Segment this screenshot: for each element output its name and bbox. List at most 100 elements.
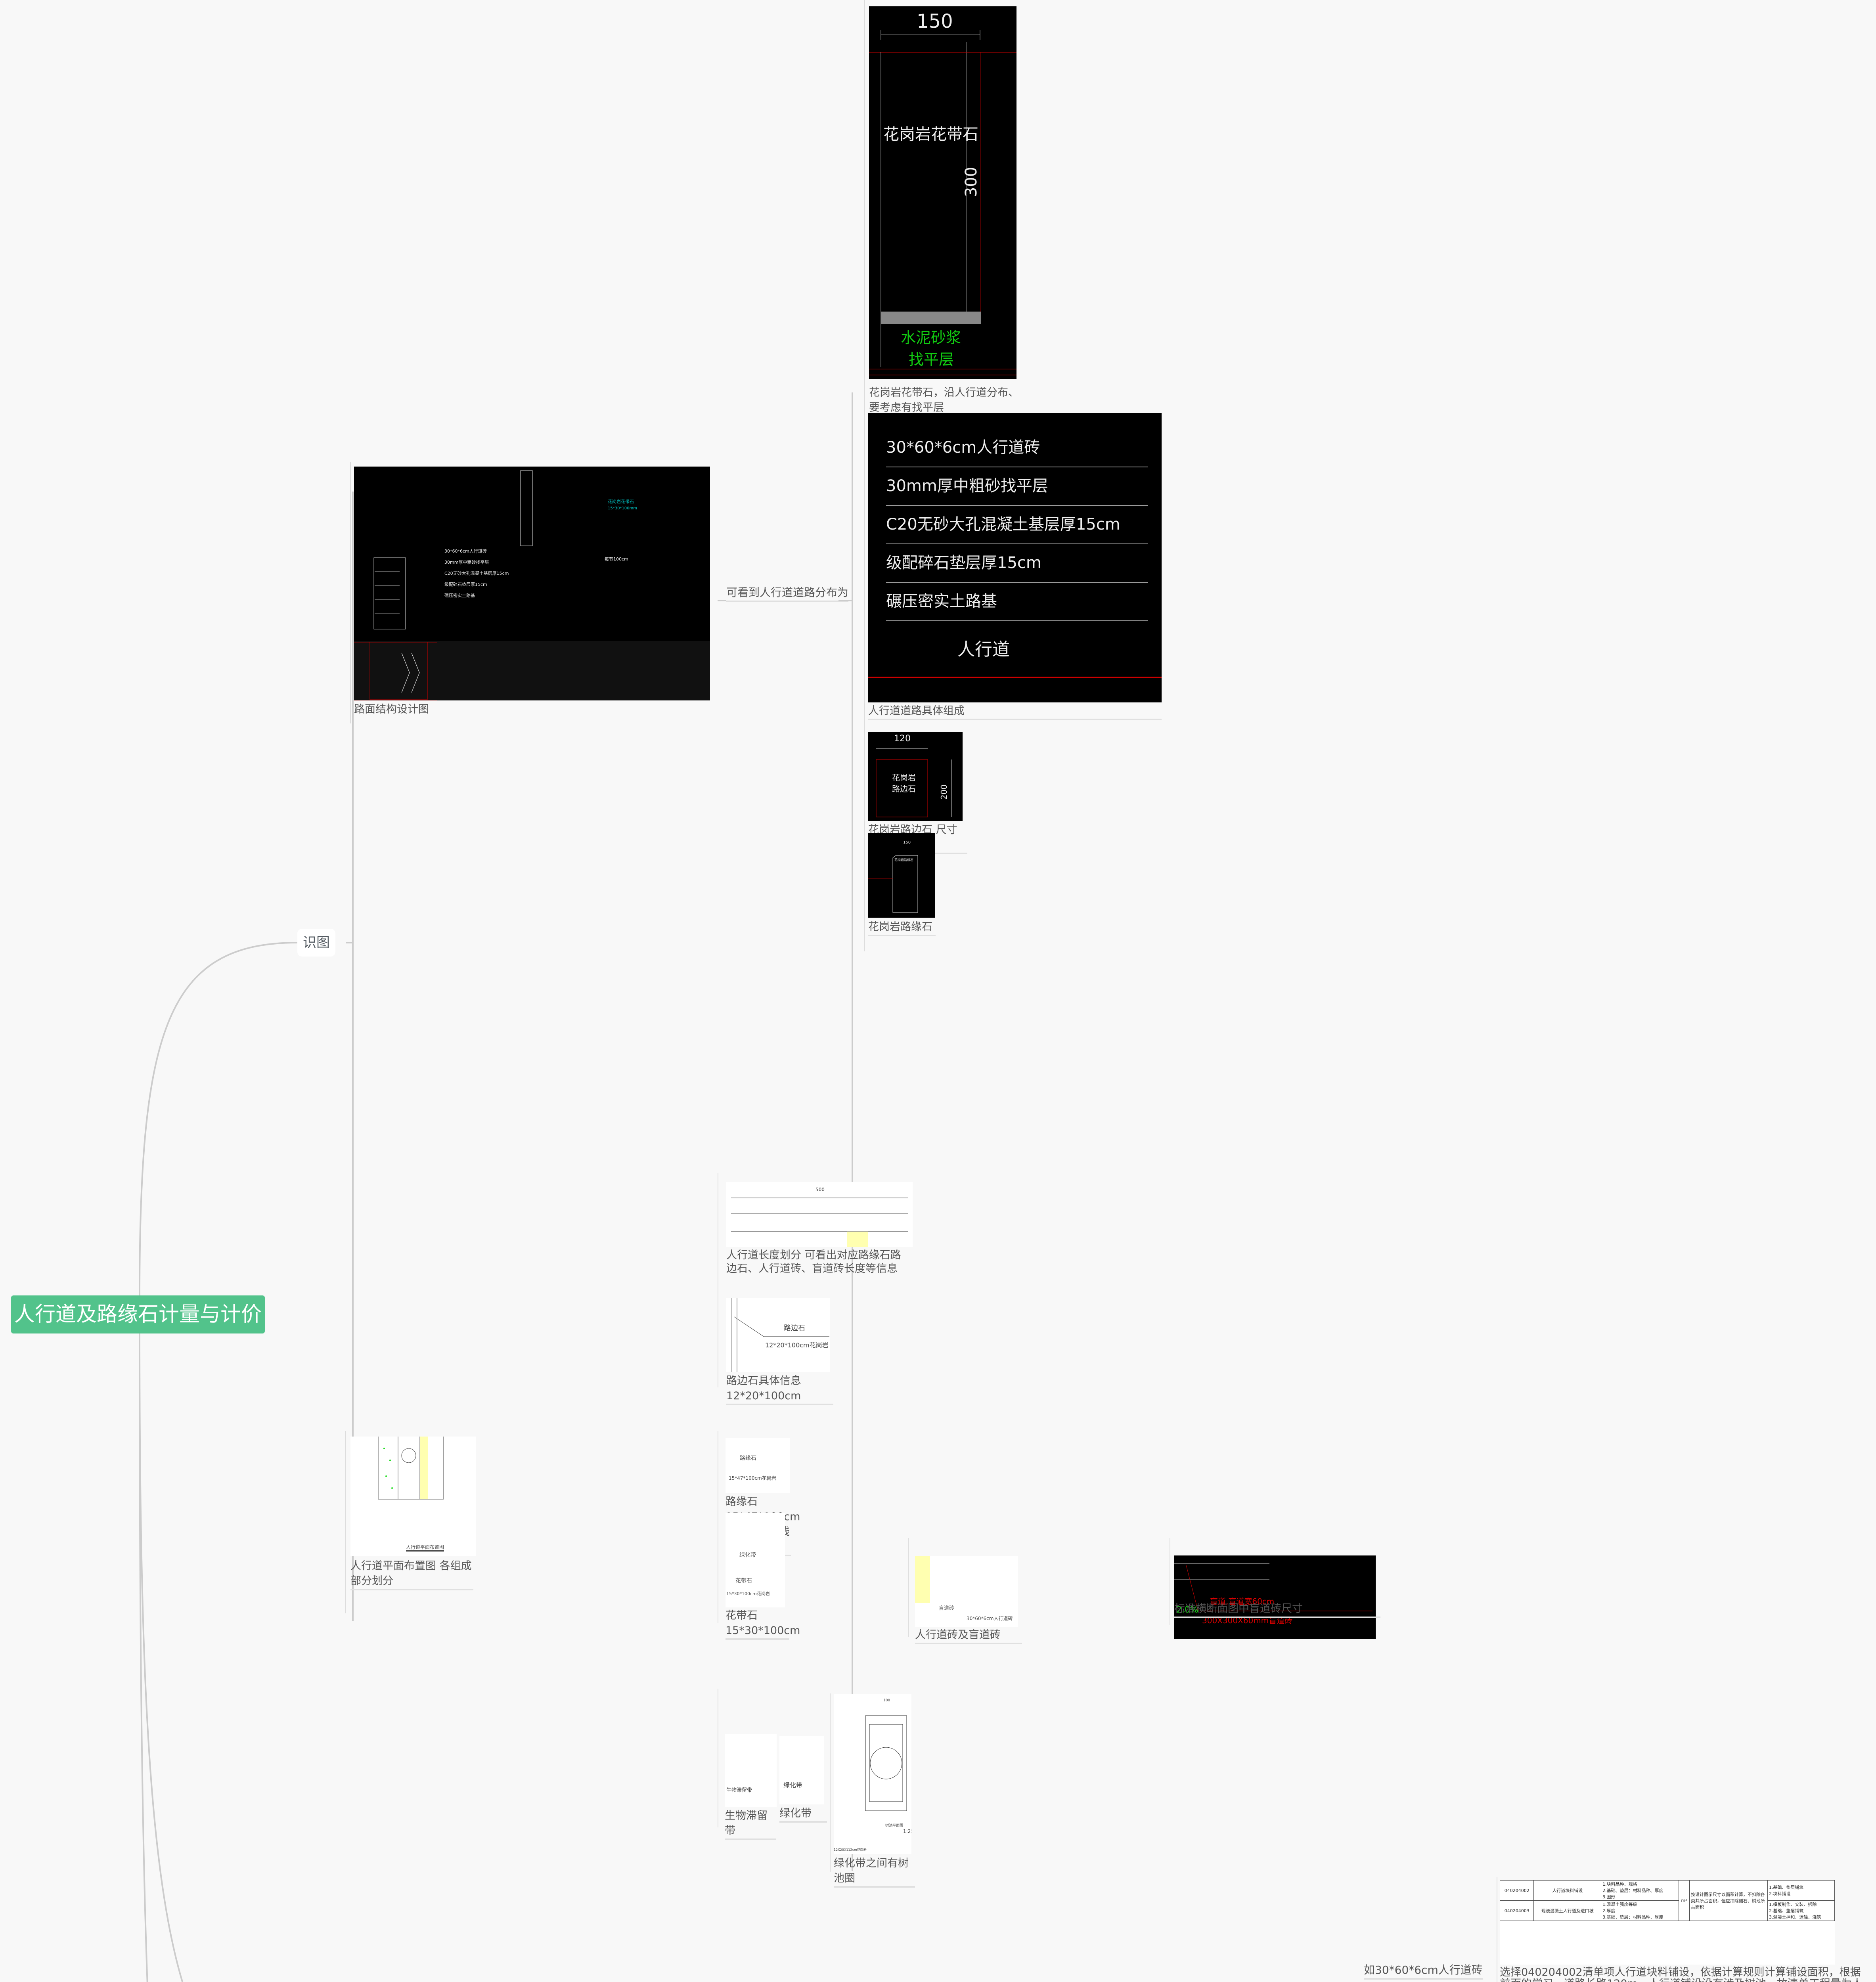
road-structure-cad-image: 30*60*6cm人行道砖 30mm厚中粗砂找平层 C20无砂大孔混凝土基层厚1… [354,467,710,700]
length-division-cad-image: 500 [726,1182,913,1247]
spec-unit: m² [1678,1880,1690,1921]
plan-layout-cad-image: 人行道平面布置图 [350,1437,476,1556]
feature: 3.图形 [1602,1894,1616,1900]
work: 3.混凝土拌和、运输、浇筑 [1769,1915,1821,1920]
length-division-caption: 人行道长度划分 可看出对应路缘石路边石、人行道砖、盲道砖长度等信息 [726,1249,901,1275]
cad-length: 每节100cm [605,557,628,562]
layer-4: 级配碎石垫层厚15cm [886,544,1148,583]
green-band-caption: 绿化带 [779,1806,827,1823]
curb-info-card[interactable]: 路边石 12*20*100cm花岗岩 路边石具体信息12*20*100cm [718,1292,940,1405]
dim-top: 100 [883,1699,890,1703]
cad-layer-3: C20无砂大孔混凝土基层厚15cm [444,571,509,576]
green-band-card[interactable]: 绿化带 绿化带 [777,1689,831,1827]
layer-5: 碾压密实土路基 [886,583,1148,621]
flower-band-caption: 花带石 15*30*100cm [726,1608,800,1640]
length-division-card[interactable]: 500 人行道长度划分 可看出对应路缘石路边石、人行道砖、盲道砖长度等信息 [718,1173,1099,1292]
dim-height: 200 [939,784,949,800]
work: 2.块料铺设 [1769,1891,1791,1896]
dim-height: 300 [962,166,981,197]
curb-edge-label: 花岗岩路缘石 [894,858,913,862]
road-structure-card[interactable]: 30*60*6cm人行道砖 30mm厚中粗砂找平层 C20无砂大孔混凝土基层厚1… [350,462,720,723]
spec-code: 040204003 [1499,1900,1534,1921]
feature: 2.厚度 [1602,1908,1616,1913]
label: 路边石 [784,1324,805,1332]
dim-total: 500 [815,1187,825,1192]
bio-band-cad-image: 生物滞留带 [725,1734,777,1807]
cad-layer-1: 30*60*6cm人行道砖 [444,549,487,554]
curb-edge-info-cad-image: 路缘石 15*47*100cm花岗岩 [726,1438,790,1493]
curb-edge-cad-image: 150 花岗岩路缘石 [868,833,935,918]
bio-band-caption: 生物滞留带 [725,1808,776,1840]
curb-edge-caption: 花岗岩路缘石 [868,920,936,936]
green-band-cad-image: 绿化带 [779,1736,824,1804]
example-tile[interactable]: 如30*60*6cm人行道砖 [1364,1962,1483,1980]
road-structure-caption: 路面结构设计图 [354,703,429,716]
cad-layer-5: 碾压密实土路基 [444,593,475,598]
curb-info-caption: 路边石具体信息12*20*100cm [726,1374,833,1405]
blind-label: 盲道砖 [939,1605,955,1611]
spec: 12*20*100cm花岗岩 [765,1341,829,1349]
dim-width: 120 [894,734,911,744]
work: 1.模板制作、安装、拆除 [1769,1902,1817,1907]
layer-1: 30*60*6cm人行道砖 [886,429,1148,467]
blind-width-label: 盲道,盲道宽60cm [1210,1597,1275,1606]
flower-stone-cad-image: 150 300 花岗岩花带石 水泥砂浆 找平层 [869,6,1016,379]
tree-pit-card[interactable]: 100 树池平面图 1:25 12X20X112cm花岗岩 绿化带之间有树池圈 [830,1693,916,1888]
flower-stone-card[interactable]: 150 300 花岗岩花带石 水泥砂浆 找平层 花岗岩花带石，沿人行道分布、要考… [864,0,1174,417]
cad-callout-size: 15*30*100mm [608,506,637,511]
branch-shitu[interactable]: 识图 [297,929,335,957]
sidewalk-layers-card[interactable]: 30*60*6cm人行道砖 30mm厚中粗砂找平层 C20无砂大孔混凝土基层厚1… [864,408,1174,725]
plan-layout-card[interactable]: 人行道平面布置图 人行道平面布置图 各组成部分划分 [345,1431,718,1613]
label: 绿化带 [783,1781,803,1789]
bio-band-card[interactable]: 生物滞留带 生物滞留带 [718,1689,778,1840]
spec-name: 现浇混凝土人行道及进口坡 [1533,1900,1602,1921]
leveling-label: 找平层 [909,351,954,368]
curb-side-card[interactable]: 120 花岗岩 路边石 200 花岗岩路边石 尺寸为120*200 150 花岗… [864,725,1174,951]
root-topic[interactable]: 人行道及路缘石计量与计价 [11,1295,265,1333]
work: 2.基础、垫层铺筑 [1769,1908,1804,1913]
blind-section-caption: 标准横断面图中盲道砖尺寸 [1174,1601,1380,1618]
flower-band-card[interactable]: 绿化带 花带石 15*30*100cm花岗岩 花带石 15*30*100cm [718,1508,917,1640]
flower-stone-caption: 花岗岩花带石，沿人行道分布、要考虑有找平层 [869,385,1020,417]
tiles-cad-image: 盲道砖 30*60*6cm人行道砖 [915,1556,1018,1627]
spec-rule: 按设计图示尺寸以面积计算，不扣除各类井所占面积，但应扣除侧石、树池所占面积 [1689,1880,1768,1921]
sidewalk-layers-caption: 人行道道路具体组成 [868,704,1162,720]
cad-callout: 花岗岩花带石 [608,499,634,504]
cad-layer-4: 级配碎石垫层厚15cm [444,582,487,587]
layer-3: C20无砂大孔混凝土基层厚15cm [886,506,1148,544]
label: 花带石 [735,1578,752,1584]
work: 1.基础、垫层铺筑 [1769,1885,1804,1890]
label: 路缘石 [740,1455,756,1462]
tile-label: 30*60*6cm人行道砖 [967,1616,1013,1621]
blind-section-card[interactable]: 盲道,盲道宽60cm 300X300X60mm盲道砖 2.0% 标准横断面图中盲… [1170,1538,1384,1639]
label: 生物滞留带 [726,1787,752,1793]
spec-name: 人行道块料铺设 [1533,1880,1602,1901]
spec: 15*47*100cm花岗岩 [729,1475,776,1481]
tree-pit-caption: 绿化带之间有树池圈 [834,1856,915,1888]
dim-width: 150 [917,10,953,33]
pit-spec: 12X20X112cm花岗岩 [834,1848,867,1852]
feature: 1.块料品种、规格 [1602,1882,1637,1887]
label-1: 花岗岩 [892,773,916,782]
sidewalk-layers-cad-image: 30*60*6cm人行道砖 30mm厚中粗砂找平层 C20无砂大孔混凝土基层厚1… [868,413,1162,702]
feature: 1.混凝土强度等级 [1602,1902,1637,1907]
road-distribution-note[interactable]: 可看到人行道道路分布为 [726,585,849,602]
flower-band-cad-image: 绿化带 花带石 15*30*100cm花岗岩 [726,1513,785,1607]
feature: 3.基础、垫层：材料品种、厚度 [1602,1915,1664,1920]
pit-title: 树池平面图 [885,1824,904,1828]
plan-title: 人行道平面布置图 [406,1544,444,1552]
tree-pit-cad-image: 100 树池平面图 1:25 12X20X112cm花岗岩 [834,1694,911,1854]
tiles-caption: 人行道砖及盲道砖 [915,1628,1022,1644]
curb-info-cad-image: 路边石 12*20*100cm花岗岩 [726,1298,830,1372]
spec: 15*30*100cm花岗岩 [726,1591,770,1596]
sidewalk-label: 人行道 [957,639,1010,660]
slope: 2.0% [1176,1605,1198,1615]
calc-note: 选择040204002清单项人行道块料铺设，依据计算规则计算铺设面积，根据前面的… [1500,1967,1866,1982]
cad-layer-2: 30mm厚中粗砂找平层 [444,560,489,565]
tiles-card[interactable]: 盲道砖 30*60*6cm人行道砖 人行道砖及盲道砖 [908,1538,1166,1644]
curb-side-cad-image: 120 花岗岩 路边石 200 [868,732,963,821]
